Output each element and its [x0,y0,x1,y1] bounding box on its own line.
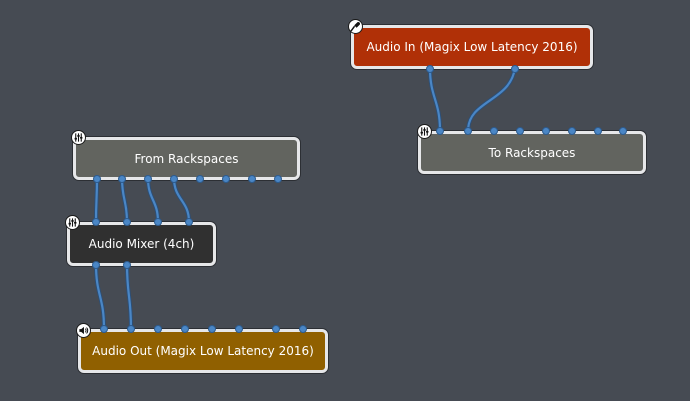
audio-out-label: Audio Out (Magix Low Latency 2016) [92,344,314,358]
from-rackspaces-output-pin-1[interactable] [93,175,101,183]
audio-in-output-pin-1[interactable] [426,65,434,73]
from-rackspaces-label: From Rackspaces [134,151,239,166]
to-rackspaces-input-pin-3[interactable] [490,127,498,135]
to-rackspaces-label: To Rackspaces [488,145,576,160]
audio-out-input-pin-1[interactable] [100,325,108,333]
wire-from-rackspaces-1-to-mixer-1 [94,176,99,224]
audio-out-input-pin-5[interactable] [208,325,216,333]
audio-mixer-label: Audio Mixer (4ch) [88,237,195,251]
audio-out-input-pin-6[interactable] [235,325,243,333]
audio-mixer-input-pin-2[interactable] [123,218,131,226]
mixer-sliders-icon [417,124,432,139]
audio-mixer-output-pin-1[interactable] [92,261,100,269]
to-rackspaces-input-pin-2[interactable] [464,127,472,135]
to-rackspaces-input-pin-7[interactable] [594,127,602,135]
from-rackspaces-output-pin-3[interactable] [144,175,152,183]
audio-in-block[interactable]: Audio In (Magix Low Latency 2016) [351,25,593,69]
mixer-sliders-icon [65,215,80,230]
to-rackspaces-input-pin-1[interactable] [436,127,444,135]
audio-mixer-input-pin-3[interactable] [154,218,162,226]
audio-out-input-pin-4[interactable] [181,325,189,333]
audio-mixer-block[interactable]: Audio Mixer (4ch) [67,222,216,266]
wire-audio-in-1-to-rackspaces-1 [428,66,442,133]
wire-from-rackspaces-2-to-mixer-2 [120,176,129,224]
to-rackspaces-block[interactable]: To Rackspaces [418,131,646,174]
audio-in-output-pin-2[interactable] [511,65,519,73]
from-rackspaces-output-pin-6[interactable] [222,175,230,183]
to-rackspaces-input-pin-8[interactable] [619,127,627,135]
wire-from-rackspaces-4-to-mixer-4 [172,176,191,224]
mixer-sliders-icon [71,130,86,145]
speaker-icon [76,323,91,338]
from-rackspaces-output-pin-2[interactable] [118,175,126,183]
from-rackspaces-output-pin-4[interactable] [170,175,178,183]
audio-out-input-pin-2[interactable] [127,325,135,333]
to-rackspaces-input-pin-4[interactable] [516,127,524,135]
wire-from-rackspaces-3-to-mixer-3 [146,176,160,224]
from-rackspaces-output-pin-5[interactable] [196,175,204,183]
wire-mixer-2-to-audio-out-2 [125,262,133,331]
to-rackspaces-input-pin-6[interactable] [568,127,576,135]
audio-out-input-pin-8[interactable] [299,325,307,333]
audio-mixer-input-pin-1[interactable] [92,218,100,226]
from-rackspaces-block[interactable]: From Rackspaces [73,137,300,180]
wire-mixer-1-to-audio-out-1 [94,262,106,331]
from-rackspaces-output-pin-7[interactable] [248,175,256,183]
audio-mixer-input-pin-4[interactable] [185,218,193,226]
wire-audio-in-2-to-rackspaces-2 [466,66,517,133]
audio-out-block[interactable]: Audio Out (Magix Low Latency 2016) [78,329,328,373]
audio-out-input-pin-3[interactable] [154,325,162,333]
microphone-icon [348,19,363,34]
from-rackspaces-output-pin-8[interactable] [274,175,282,183]
audio-out-input-pin-7[interactable] [272,325,280,333]
audio-mixer-output-pin-2[interactable] [123,261,131,269]
audio-in-label: Audio In (Magix Low Latency 2016) [366,40,578,54]
to-rackspaces-input-pin-5[interactable] [542,127,550,135]
